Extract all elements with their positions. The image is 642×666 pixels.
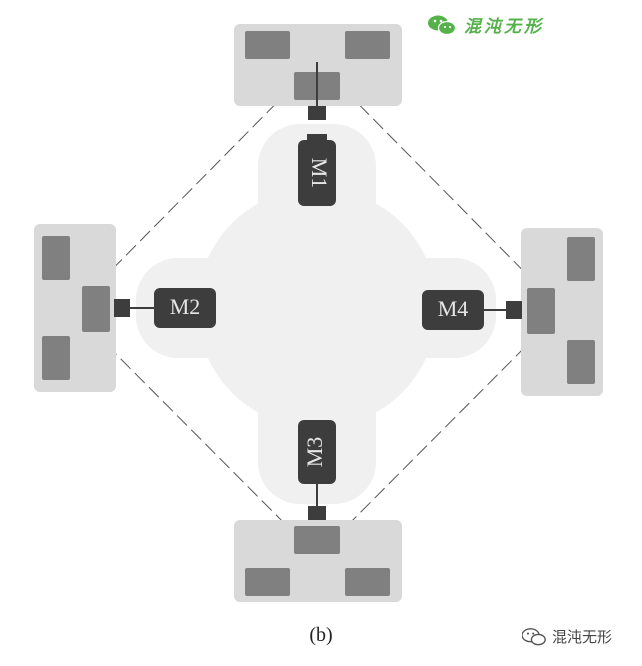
motor-m3: M3 [298,420,336,484]
watermark-bottom: 混沌无形 [522,626,612,647]
motor-m1-label: M1 [307,158,332,189]
figure-caption: (b) [309,624,333,646]
motor-m2: M2 [154,288,216,328]
watermark-top: 混沌无形 [428,12,544,37]
robot-body [136,124,496,504]
motor-m1: M1 [298,134,336,206]
motor-m4: M4 [422,290,484,330]
motor-m3-label: M3 [302,437,327,468]
watermark-top-text: 混沌无形 [464,17,544,37]
wechat-icon [428,15,456,35]
wheel-right [484,228,603,396]
wheel-bottom [234,484,402,602]
motor-m2-label: M2 [170,294,201,319]
wheel-diamond-outline [71,61,563,557]
motor-m4-label: M4 [438,296,469,321]
wheel-top [234,24,402,120]
wheel-left [34,224,154,392]
watermark-bottom-text: 混沌无形 [552,628,613,646]
wechat-icon [522,627,546,645]
